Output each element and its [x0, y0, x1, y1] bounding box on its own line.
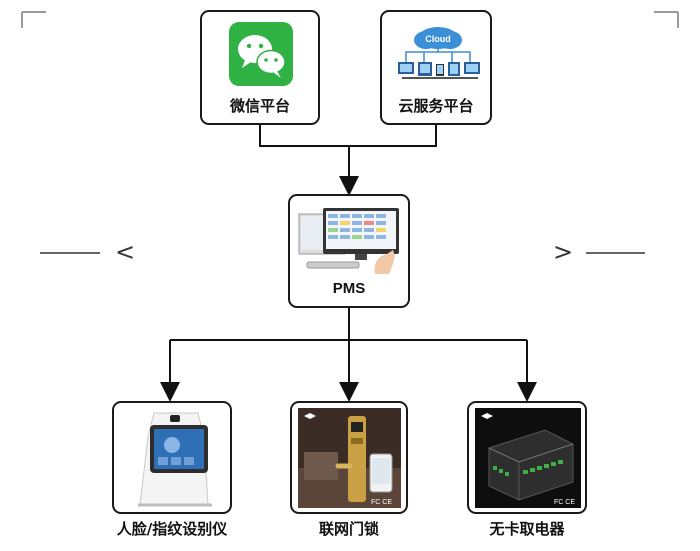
wechat-node: 微信平台 — [200, 10, 320, 125]
cloud-label: 云服务平台 — [398, 97, 474, 115]
face-label: 人脸/指纹设别仪 — [116, 520, 228, 538]
cloud-network-icon: Cloud — [398, 27, 480, 79]
face-fingerprint-kiosk-icon — [138, 412, 212, 507]
power-label: 无卡取电器 — [489, 520, 565, 538]
top-merge-line — [259, 124, 437, 147]
lock-cert: FC CE — [371, 499, 392, 506]
corner-mark-top-left — [21, 11, 46, 28]
lock-label: 联网门锁 — [318, 520, 379, 538]
power-switch-device-icon: FC CE — [475, 408, 581, 508]
lock-node: FC CE — [290, 401, 408, 514]
power-node: FC CE — [467, 401, 587, 514]
cloud-node: Cloud 云服务平台 — [380, 10, 492, 125]
cloud-badge: Cloud — [425, 34, 451, 44]
smart-door-lock-icon: FC CE — [298, 408, 401, 508]
pms-computer-icon — [298, 208, 399, 274]
pms-label: PMS — [332, 280, 366, 297]
prev-button[interactable]: < — [115, 238, 136, 266]
power-cert: FC CE — [554, 499, 575, 506]
face-node — [112, 401, 232, 514]
pms-node: PMS — [288, 194, 410, 308]
corner-mark-top-right — [654, 11, 679, 28]
next-button[interactable]: > — [553, 238, 574, 266]
wechat-icon — [229, 22, 293, 86]
wechat-label: 微信平台 — [229, 97, 290, 115]
